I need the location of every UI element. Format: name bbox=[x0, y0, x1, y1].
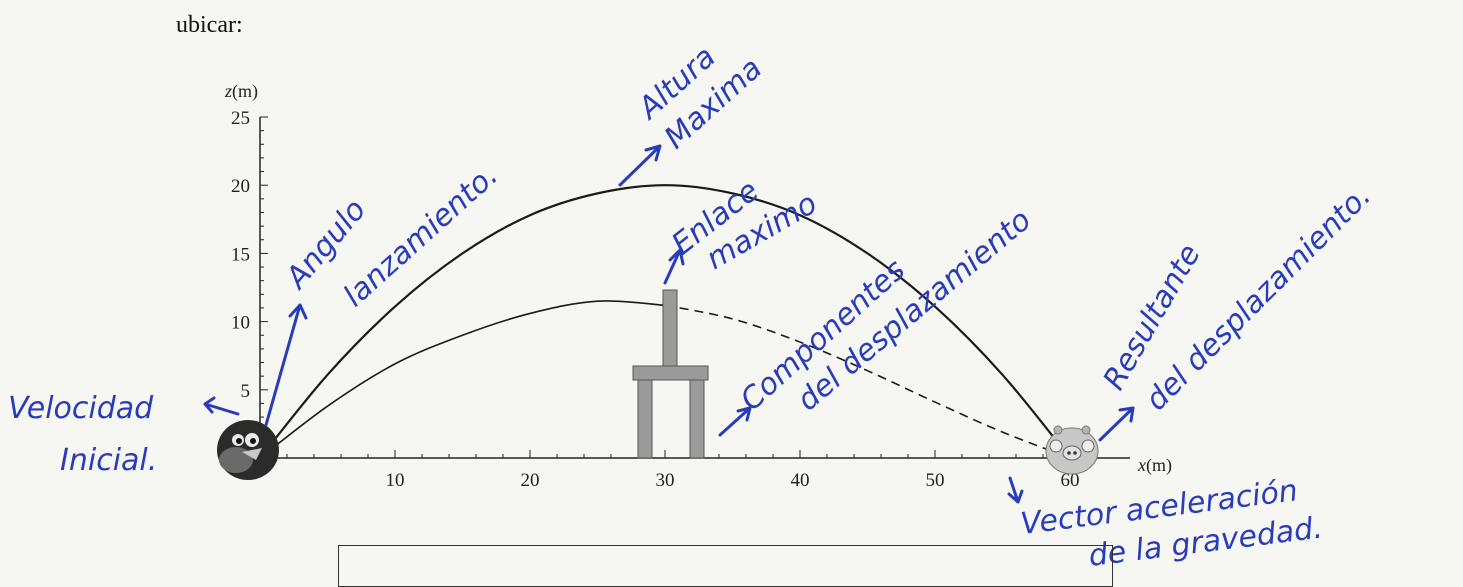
trajectory-line-2-solid bbox=[259, 300, 666, 459]
arrow-altura bbox=[618, 144, 662, 187]
trajectory-line-1 bbox=[259, 184, 1071, 459]
y-tick-label: 5 bbox=[241, 381, 251, 402]
y-tick-label: 15 bbox=[231, 244, 250, 265]
x-tick-label: 40 bbox=[791, 470, 810, 491]
bird-icon bbox=[217, 420, 279, 480]
y-ticks: 5 10 15 20 25 bbox=[231, 108, 268, 445]
note-velocidad-1: Velocidad bbox=[8, 391, 154, 426]
note-velocidad-2: Inicial. bbox=[60, 443, 157, 478]
arrow-angulo bbox=[264, 303, 308, 427]
y-axis-label: z(m) bbox=[224, 81, 258, 102]
arrow-componentes bbox=[718, 406, 752, 437]
trajectory-figure: 10 20 30 40 50 60 5 10 15 20 25 z(m) x(m) bbox=[8, 39, 1378, 573]
answer-box bbox=[338, 545, 1113, 587]
y-tick-label: 25 bbox=[231, 108, 250, 129]
arrow-enlace bbox=[663, 248, 685, 285]
annotation-texts: Velocidad Inicial. Angulo lanzamiento. A… bbox=[8, 39, 1378, 573]
x-axis-label: x(m) bbox=[1137, 455, 1172, 476]
y-tick-label: 20 bbox=[231, 176, 250, 197]
arrow-velocidad bbox=[203, 396, 240, 416]
x-ticks: 10 20 30 40 50 60 bbox=[286, 450, 1098, 491]
x-tick-label: 50 bbox=[926, 470, 945, 491]
pig-icon bbox=[1045, 425, 1099, 475]
y-tick-label: 10 bbox=[231, 313, 250, 334]
trajectory-curves bbox=[259, 184, 1071, 459]
arrow-resultante bbox=[1098, 406, 1135, 442]
note-angulo-2: lanzamiento. bbox=[337, 158, 505, 314]
trajectory-line-2-dashed bbox=[664, 304, 1071, 459]
x-tick-label: 10 bbox=[386, 470, 405, 491]
handwritten-annotations bbox=[203, 144, 1135, 504]
worksheet-page: ubicar: 10 20 30 40 50 60 5 10 15 20 25 z(m) x(m) bbox=[8, 12, 1378, 587]
x-tick-label: 20 bbox=[521, 470, 540, 491]
x-tick-label: 60 bbox=[1061, 470, 1080, 491]
x-tick-label: 30 bbox=[656, 470, 675, 491]
tower-icon bbox=[632, 289, 709, 459]
arrow-vector bbox=[1007, 476, 1024, 504]
intro-text: ubicar: bbox=[176, 12, 243, 38]
